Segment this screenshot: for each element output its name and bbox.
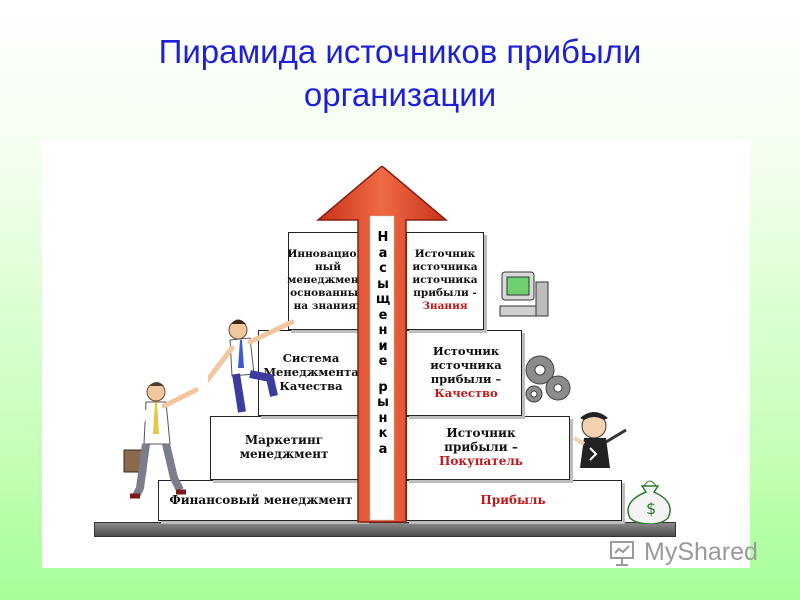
title-line-2: организации bbox=[303, 76, 497, 113]
money-bag-icon: $ bbox=[627, 480, 671, 524]
right-step-3-box bbox=[406, 330, 522, 416]
right-step-1-box bbox=[406, 480, 622, 521]
right-step-3-accent: Качество bbox=[434, 386, 498, 400]
left-step-3-label: Система Менеджмента Качества bbox=[263, 351, 359, 393]
left-step-2-label: Маркетинг менеджмент bbox=[239, 433, 329, 461]
left-step-4-label: Инновацион-ный менеджмент, основанный на… bbox=[287, 247, 369, 312]
businessman-climbing-upper-icon bbox=[208, 319, 295, 413]
right-step-2-box bbox=[406, 416, 570, 480]
right-step-4-accent: Знания bbox=[422, 299, 468, 312]
right-step-1-label: Прибыль bbox=[406, 480, 620, 519]
right-step-2-accent: Покупатель bbox=[439, 454, 523, 468]
gears-icon bbox=[525, 355, 571, 403]
market-saturation-arrow bbox=[315, 166, 449, 523]
businessman-climbing-lower-icon bbox=[123, 382, 199, 499]
left-step-1-label: Финансовый менеджмент bbox=[169, 492, 353, 507]
right-step-3-label: Источник источника прибыли – Качество bbox=[418, 330, 514, 414]
right-step-3-text: Источник источника прибыли – bbox=[430, 344, 502, 386]
right-step-1-accent: Прибыль bbox=[480, 492, 546, 507]
left-step-4-box bbox=[288, 232, 368, 330]
customer-cartoon-icon bbox=[572, 412, 627, 468]
right-step-4-box bbox=[406, 232, 484, 330]
svg-text:$: $ bbox=[646, 499, 656, 518]
watermark: MyShared bbox=[608, 538, 758, 567]
presentation-board-icon bbox=[610, 540, 634, 566]
pyramid-panel: Финансовый менеджмент Маркетинг менеджме… bbox=[42, 140, 758, 568]
arrow-label-strip bbox=[369, 215, 395, 521]
left-step-1-box bbox=[158, 480, 366, 521]
watermark-text: MyShared bbox=[644, 538, 758, 566]
right-step-2-text: Источник прибыли – bbox=[444, 426, 518, 454]
right-step-4-text: Источник источника источника прибыли - bbox=[412, 247, 478, 299]
right-step-2-label: Источник прибыли – Покупатель bbox=[416, 416, 546, 478]
right-step-4-label: Источник источника источника прибыли - З… bbox=[408, 232, 482, 328]
slide-title: Пирамида источников прибыли организации bbox=[0, 30, 800, 116]
title-line-1: Пирамида источников прибыли bbox=[158, 33, 642, 70]
computer-icon bbox=[499, 271, 549, 317]
